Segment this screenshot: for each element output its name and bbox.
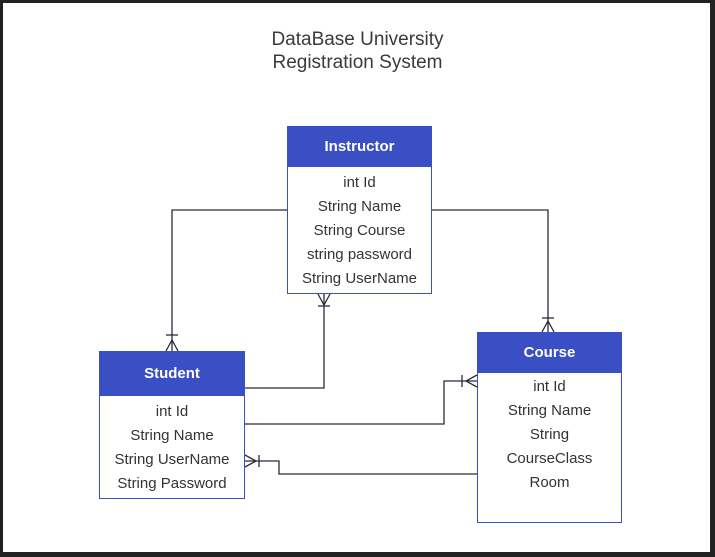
connector-instructor-student	[171, 209, 287, 351]
diagram-title-line-2: Registration System	[272, 52, 443, 73]
one-or-many-marker-student-top-crowfoot	[165, 338, 179, 352]
entity-student-attributes: int Id String Name String UserName Strin…	[100, 396, 244, 496]
one-or-many-marker-student-right-crowfoot	[244, 454, 258, 468]
attribute-row: String Name	[130, 427, 214, 444]
attribute-row: int Id	[343, 174, 376, 191]
entity-course-attributes: int Id String Name String CourseClass Ro…	[478, 373, 621, 495]
attribute-row: String UserName	[301, 270, 418, 287]
attribute-row: CourseClass	[506, 450, 593, 467]
attribute-row: int Id	[155, 403, 189, 420]
entity-instructor-header: Instructor	[288, 127, 431, 167]
one-or-many-marker-course-top-crowfoot	[541, 319, 555, 333]
connector-student-instructor	[245, 294, 325, 389]
attribute-row: string password	[306, 246, 413, 263]
attribute-row: String Name	[507, 402, 592, 419]
attribute-row: int Id	[533, 378, 566, 395]
entity-student[interactable]: Student int Id String Name String UserNa…	[99, 351, 245, 499]
entity-instructor-attributes: int Id String Name String Course string …	[288, 167, 431, 291]
entity-instructor[interactable]: Instructor int Id String Name String Cou…	[287, 126, 432, 294]
attribute-row: Room	[529, 474, 570, 491]
attribute-row: String UserName	[114, 451, 230, 468]
diagram-title-line-1: DataBase University	[271, 29, 444, 50]
attribute-row: String	[529, 426, 570, 443]
attribute-row: String Password	[117, 475, 227, 492]
connector-student-course	[245, 380, 477, 425]
attribute-row: String Course	[313, 222, 406, 239]
one-or-many-marker-course-left-crowfoot	[464, 374, 478, 388]
attribute-row: String Name	[317, 198, 402, 215]
one-or-many-marker-instructor-bottom-crowfoot	[317, 293, 331, 307]
entity-course[interactable]: Course int Id String Name String CourseC…	[477, 332, 622, 523]
entity-course-header: Course	[478, 333, 621, 373]
connector-instructor-course	[432, 209, 549, 332]
connector-course-student	[245, 460, 477, 475]
entity-student-header: Student	[100, 352, 244, 396]
